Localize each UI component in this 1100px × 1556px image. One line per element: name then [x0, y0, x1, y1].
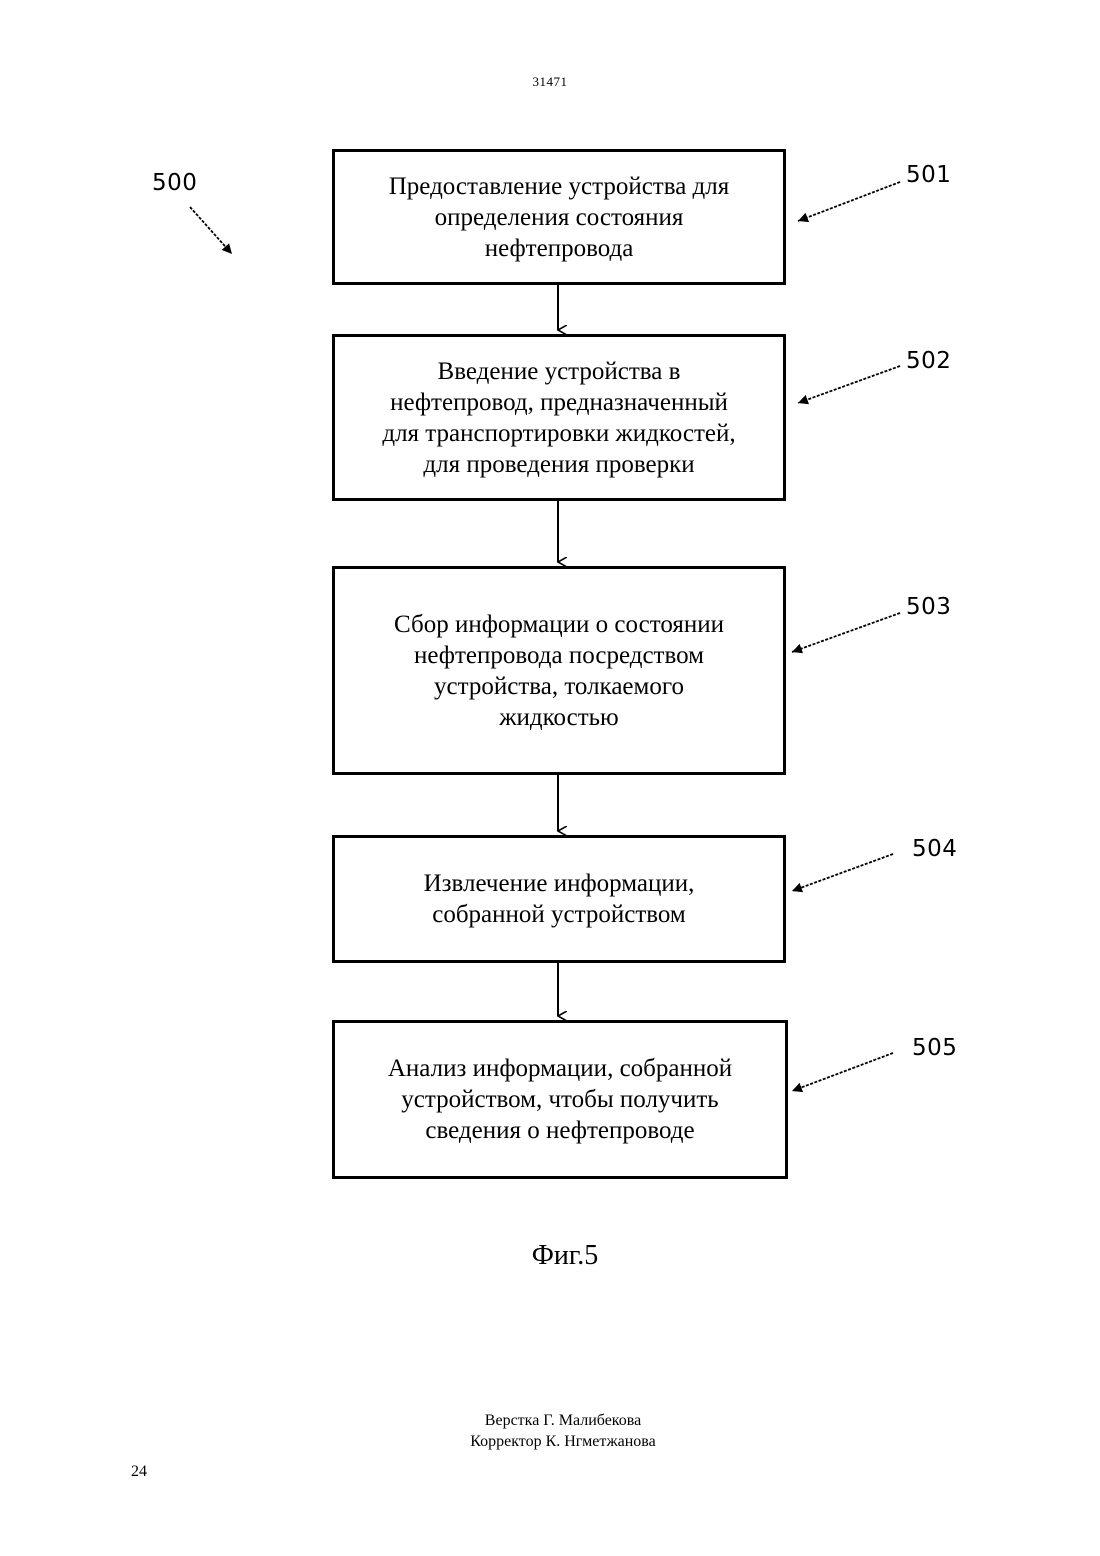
- ref-arrow-505: [792, 1053, 893, 1091]
- ref-label-505: 505: [912, 1035, 957, 1061]
- step-text-502: Введение устройства в нефтепровод, предн…: [382, 356, 735, 480]
- step-text-503: Сбор информации о состоянии нефтепровода…: [394, 609, 724, 733]
- ref-label-502: 502: [906, 348, 951, 374]
- credits: Верстка Г. Малибекова Корректор К. Нгмет…: [0, 1410, 1100, 1452]
- step-box-503: Сбор информации о состоянии нефтепровода…: [332, 566, 786, 775]
- layout-credit: Верстка Г. Малибекова: [0, 1410, 1100, 1431]
- ref-arrow-504: [792, 854, 893, 891]
- step-box-504: Извлечение информации, собранной устройс…: [332, 835, 786, 963]
- step-box-502: Введение устройства в нефтепровод, предн…: [332, 334, 786, 501]
- ref-arrow-500: [190, 207, 232, 254]
- step-text-504: Извлечение информации, собранной устройс…: [424, 868, 695, 930]
- proofreader-credit: Корректор К. Нгметжанова: [0, 1431, 1100, 1452]
- ref-arrow-501: [798, 182, 900, 221]
- step-text-501: Предоставление устройства для определени…: [389, 171, 729, 264]
- ref-label-503: 503: [906, 594, 951, 620]
- ref-label-501: 501: [906, 162, 951, 188]
- ref-arrow-503: [792, 613, 900, 652]
- ref-label-500: 500: [152, 170, 197, 196]
- page-number: 24: [131, 1463, 147, 1481]
- step-text-505: Анализ информации, собранной устройством…: [388, 1053, 732, 1146]
- figure-caption: Фиг.5: [0, 1240, 1100, 1272]
- step-box-501: Предоставление устройства для определени…: [332, 149, 786, 285]
- step-box-505: Анализ информации, собранной устройством…: [332, 1020, 788, 1179]
- ref-label-504: 504: [912, 836, 957, 862]
- ref-arrow-502: [798, 366, 900, 403]
